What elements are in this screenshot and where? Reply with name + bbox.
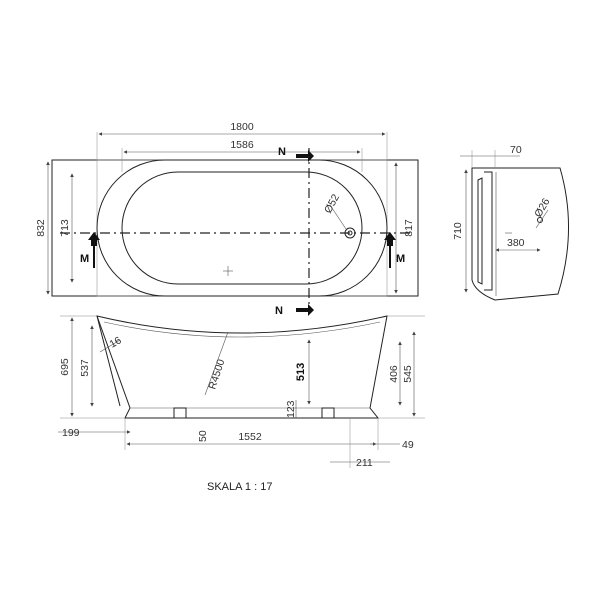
section-arrow-n-top <box>296 150 314 162</box>
dim-radius: R4500 <box>206 358 227 391</box>
scale-label: SKALA 1 : 17 <box>207 481 272 493</box>
dim-top-offset: 70 <box>510 144 522 156</box>
dim-depth: 513 <box>295 363 307 381</box>
outer-rim-rect <box>51 159 419 297</box>
dim-overall-length: 1800 <box>230 121 254 133</box>
dim-inner-length: 1586 <box>230 139 254 151</box>
dim-height-right-inner: 406 <box>388 365 400 383</box>
section-arrow-m-left <box>88 232 100 246</box>
dim-foot-height: 123 <box>285 400 297 418</box>
dim-width-right: 817 <box>403 219 415 237</box>
dim-inner-width: 713 <box>59 219 71 237</box>
drain-circle <box>344 227 356 239</box>
dim-base-left: 199 <box>62 427 80 439</box>
outer-basin <box>96 159 388 297</box>
section-label-m-left: M <box>80 253 89 265</box>
dim-base-right: 49 <box>402 439 414 451</box>
dim-height-right: 545 <box>402 365 414 383</box>
section-label-m-right: M <box>396 253 405 265</box>
dim-end-width: 710 <box>452 222 464 240</box>
section-arrow-m-right <box>384 232 396 246</box>
section-label-n-bottom: N <box>275 305 283 317</box>
dim-overall-height: 695 <box>59 358 71 376</box>
dim-foot-offset: 50 <box>197 430 209 442</box>
end-view: 70 Ø26 710 380 <box>452 144 569 301</box>
side-shell <box>96 315 388 419</box>
inner-basin <box>121 171 363 285</box>
dim-overflow-offset: 380 <box>507 237 525 249</box>
side-view: 513 R4500 695 537 16 406 545 123 199 50 … <box>58 315 425 469</box>
dim-inner-height: 537 <box>79 359 91 377</box>
top-view: 1800 1586 832 713 817 Ø52 N N M M <box>35 121 419 317</box>
dim-base-length: 1552 <box>238 431 262 443</box>
dim-overall-width: 832 <box>35 219 47 237</box>
section-label-n-top: N <box>278 146 286 158</box>
section-arrow-n-bottom <box>296 304 314 316</box>
dim-drain-diameter: Ø52 <box>322 192 342 215</box>
dim-drain-offset: 211 <box>356 457 373 469</box>
dim-angle: 16 <box>108 334 124 350</box>
dim-overflow-diameter: Ø26 <box>532 196 552 219</box>
